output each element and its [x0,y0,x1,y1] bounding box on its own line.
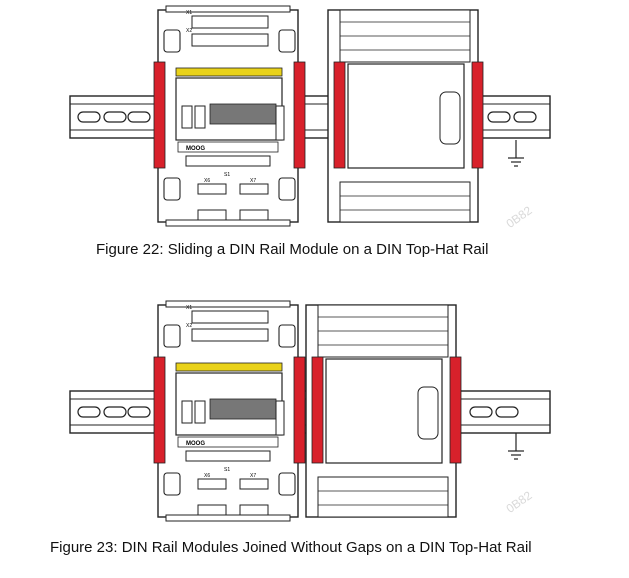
label-x1: X1 [186,10,192,16]
ground-symbol [507,139,525,167]
din-rail-illustration-22: X1 X2 S1 X6 X7 MOOG [69,5,551,227]
label-x7: X7 [250,473,256,479]
label-x6: X6 [204,473,210,479]
io-module-joined [305,304,462,518]
figure-22: X1 X2 S1 X6 X7 MOOG 0B82 Figure 22: Slid… [0,0,629,270]
label-s1: S1 [224,467,230,473]
din-rail-illustration-23: X1 X2 S1 X6 X7 MOOG [69,300,551,522]
label-x2: X2 [186,28,192,34]
figure-23-caption: Figure 23: DIN Rail Modules Joined Witho… [50,539,532,556]
label-x1: X1 [186,305,192,311]
label-x6: X6 [204,178,210,184]
io-module [327,9,484,223]
controller-module [153,5,306,227]
controller-module [153,300,306,522]
label-brand: MOOG [186,441,205,447]
label-s1: S1 [224,172,230,178]
ground-symbol [507,432,525,460]
label-x2: X2 [186,323,192,329]
label-brand: MOOG [186,146,205,152]
figure-23: X1 X2 S1 X6 X7 MOOG 0B82 Figure 23: DIN … [0,295,629,578]
figure-22-caption: Figure 22: Sliding a DIN Rail Module on … [96,241,489,258]
label-x7: X7 [250,178,256,184]
